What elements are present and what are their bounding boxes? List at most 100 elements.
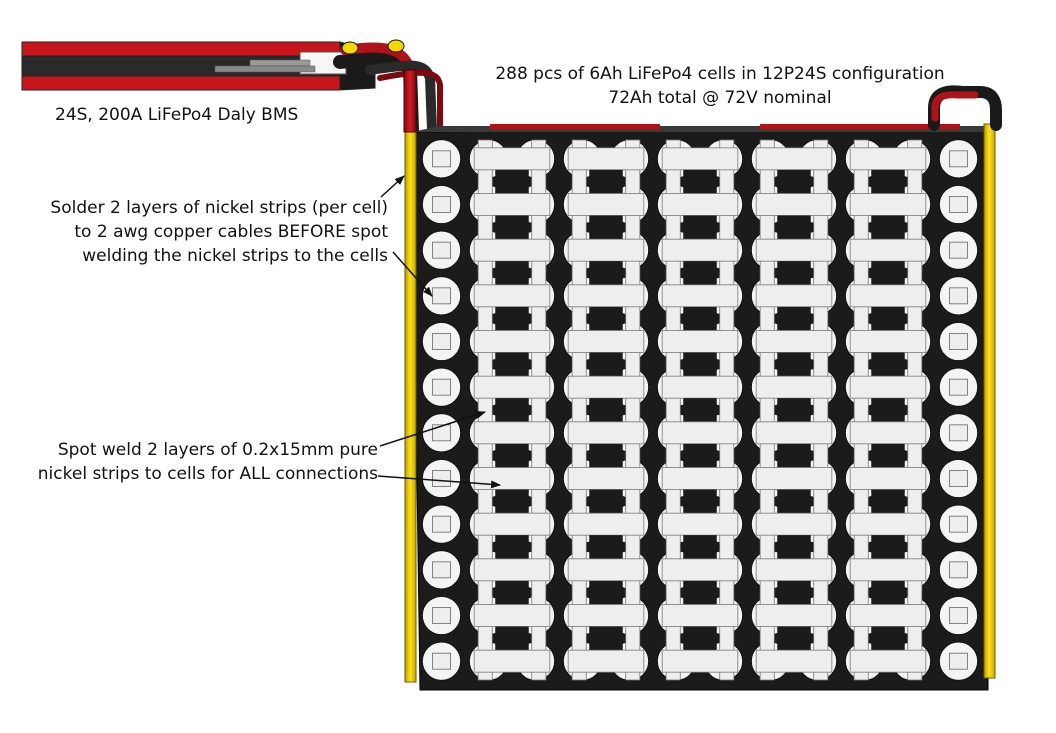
strip-gap — [495, 169, 529, 194]
strip-gap — [683, 215, 717, 240]
nickel-strip-rail — [571, 139, 587, 681]
nickel-strip-rung — [849, 512, 927, 536]
nickel-strip-rail — [719, 139, 735, 681]
right-copper-cable — [928, 85, 1002, 679]
cell-tab — [432, 196, 451, 213]
nickel-strip-rung — [661, 147, 739, 171]
strip-gap — [871, 580, 905, 605]
cell-tab — [949, 470, 968, 487]
nickel-strip-rung — [473, 649, 551, 673]
nickel-strip-rung — [755, 604, 833, 627]
cell-tab — [432, 333, 451, 350]
strip-gap — [683, 535, 717, 559]
strip-gap — [589, 352, 623, 377]
nickel-strip-rung — [849, 193, 927, 216]
strip-gap — [777, 535, 811, 559]
nickel-strip-rung — [755, 284, 833, 308]
strip-gap — [495, 489, 529, 514]
nickel-strip-rung — [661, 558, 739, 582]
cell-tab — [432, 470, 451, 487]
strip-gap — [495, 215, 529, 240]
nickel-strip-rail — [813, 139, 829, 681]
nickel-strip-rung — [473, 193, 551, 216]
cell-tab — [432, 241, 451, 259]
nickel-strip-rail — [665, 139, 681, 681]
nickel-strip-rung — [473, 512, 551, 536]
strip-gap — [777, 398, 811, 422]
nickel-strip-rail — [531, 139, 547, 681]
nickel-strip-rung — [473, 558, 551, 582]
strip-gap — [589, 261, 623, 285]
nickel-strip-rung — [849, 330, 927, 353]
nickel-strip-rung — [661, 375, 739, 399]
strip-gap — [777, 352, 811, 377]
strip-gap — [683, 352, 717, 377]
strip-gap — [871, 215, 905, 240]
nickel-strip-rung — [661, 649, 739, 673]
spot-weld-instruction-line-2: nickel strips to cells for ALL connectio… — [37, 464, 378, 484]
nickel-strip-rung — [473, 238, 551, 262]
strip-gap — [683, 489, 717, 514]
strip-gap — [495, 626, 529, 651]
cell-tab — [949, 196, 968, 213]
strip-gap — [871, 535, 905, 559]
nickel-strip-rung — [567, 421, 645, 445]
strip-gap — [871, 489, 905, 514]
strip-gap — [589, 626, 623, 651]
cell-tab — [432, 287, 451, 305]
strip-gap — [495, 580, 529, 605]
strip-gap — [589, 489, 623, 514]
battery-pack-icon — [411, 124, 991, 691]
cell-tab — [432, 150, 451, 168]
solder-instruction-line-2: to 2 awg copper cables BEFORE spot — [74, 222, 388, 242]
spot-weld-instruction-label: Spot weld 2 layers of 0.2x15mm pure nick… — [10, 438, 378, 486]
nickel-strip-rung — [473, 421, 551, 445]
nickel-strip-rung — [849, 649, 927, 673]
cell-tab — [949, 333, 968, 350]
strip-gap — [683, 626, 717, 651]
nickel-strip-rung — [661, 284, 739, 308]
strip-gap — [683, 398, 717, 422]
pack-summary-label: 288 pcs of 6Ah LiFePo4 cells in 12P24S c… — [440, 62, 1000, 110]
strip-gap — [495, 443, 529, 468]
strip-gap — [777, 626, 811, 651]
cell-tab — [949, 561, 968, 579]
strip-gap — [495, 398, 529, 422]
strip-gap — [683, 306, 717, 331]
nickel-strip-rung — [567, 649, 645, 673]
strip-gap — [683, 580, 717, 605]
cell-tab — [949, 515, 968, 533]
nickel-strip-rail — [477, 139, 493, 681]
nickel-strip-rung — [661, 604, 739, 627]
nickel-strip-rung — [849, 284, 927, 308]
strip-gap — [495, 352, 529, 377]
spot-weld-instruction-line-1: Spot weld 2 layers of 0.2x15mm pure — [57, 440, 378, 460]
strip-gap — [589, 169, 623, 194]
strip-gap — [777, 489, 811, 514]
strip-gap — [589, 306, 623, 331]
nickel-strip-rung — [755, 512, 833, 536]
strip-gap — [871, 443, 905, 468]
cell-tab — [949, 287, 968, 305]
cell-tab — [432, 607, 451, 624]
bms-label: 24S, 200A LiFePo4 Daly BMS — [55, 105, 299, 125]
nickel-strip-rung — [661, 330, 739, 353]
nickel-strip-rung — [849, 238, 927, 262]
nickel-strip-rung — [473, 375, 551, 399]
strip-gap — [777, 580, 811, 605]
nickel-strip-rung — [567, 193, 645, 216]
strip-gap — [871, 352, 905, 377]
strip-gap — [589, 443, 623, 468]
nickel-strip-rung — [849, 558, 927, 582]
strip-gap — [871, 306, 905, 331]
nickel-strip-rung — [755, 467, 833, 490]
nickel-strip-rung — [849, 604, 927, 627]
nickel-strip-rung — [755, 558, 833, 582]
strip-gap — [777, 215, 811, 240]
strip-gap — [495, 535, 529, 559]
strip-gap — [777, 443, 811, 468]
nickel-strip-rung — [567, 375, 645, 399]
nickel-strip-rung — [755, 375, 833, 399]
nickel-strip-rung — [661, 512, 739, 536]
